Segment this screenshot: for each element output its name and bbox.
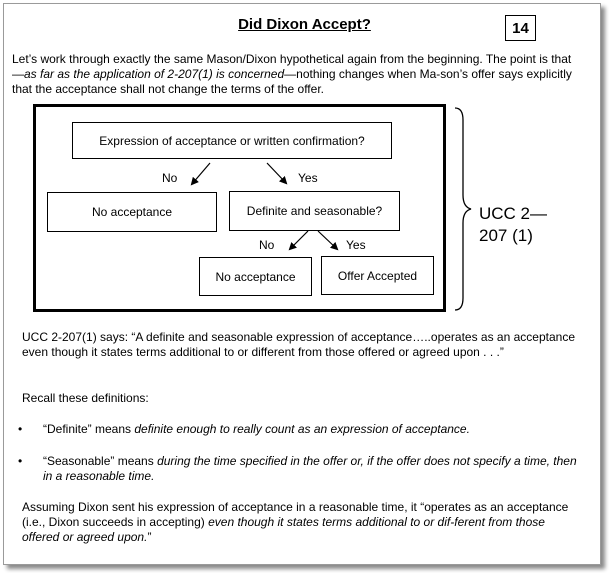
conclusion-italic: even though it states terms additional t… bbox=[22, 515, 545, 544]
quote-paragraph: UCC 2-207(1) says: “A definite and seaso… bbox=[22, 330, 577, 360]
bullet-definition: during the time specified in the offer o… bbox=[43, 454, 577, 483]
yes-label-2: Yes bbox=[346, 238, 366, 252]
yes-label-1: Yes bbox=[298, 171, 318, 185]
no-acceptance-box-1: No acceptance bbox=[47, 192, 217, 232]
bullet-text-seasonable: “Seasonable” means during the time speci… bbox=[43, 454, 578, 484]
bullet-definition: definite enough to really count as an ex… bbox=[134, 422, 470, 436]
ucc-section-label: UCC 2—207 (1) bbox=[479, 203, 569, 247]
bullet-text-definite: “Definite” means definite enough to real… bbox=[43, 422, 470, 437]
bullet-term: “Seasonable” means bbox=[43, 454, 158, 468]
arrow-yes-1 bbox=[266, 162, 288, 185]
conclusion-paragraph: Assuming Dixon sent his expression of ac… bbox=[22, 500, 577, 545]
arrow-yes-2 bbox=[317, 230, 339, 251]
conclusion-text-2: ” bbox=[147, 530, 152, 544]
bullet-item-seasonable: • “Seasonable” means during the time spe… bbox=[18, 454, 578, 486]
offer-accepted-box: Offer Accepted bbox=[321, 256, 434, 295]
arrow-no-1 bbox=[190, 162, 211, 186]
slide-number: 14 bbox=[505, 15, 536, 41]
arrow-no-2 bbox=[288, 230, 309, 251]
quote-text: UCC 2-207(1) says: “A definite and seaso… bbox=[22, 330, 575, 359]
no-acceptance-box-2: No acceptance bbox=[199, 257, 312, 296]
slide-title: Did Dixon Accept? bbox=[238, 16, 371, 33]
bullet-dot-icon: • bbox=[18, 422, 23, 436]
no-label-2: No bbox=[259, 238, 275, 252]
recall-text: Recall these definitions: bbox=[22, 391, 149, 405]
intro-text-2: —nothing changes when Ma-son’s offer say… bbox=[12, 67, 572, 96]
question-box-2: Definite and seasonable? bbox=[229, 191, 400, 231]
intro-text-1: Let’s work through exactly the same Maso… bbox=[12, 52, 572, 81]
right-brace bbox=[454, 107, 472, 311]
bullet-item-definite: • “Definite” means definite enough to re… bbox=[18, 422, 578, 438]
bullet-dot-icon: • bbox=[18, 454, 23, 468]
no-label-1: No bbox=[162, 171, 178, 185]
bullet-term: “Definite” means bbox=[43, 422, 135, 436]
conclusion-text-1: Assuming Dixon sent his expression of ac… bbox=[22, 500, 569, 529]
intro-italic: as far as the application of 2-207(1) is… bbox=[24, 67, 285, 81]
intro-paragraph: Let’s work through exactly the same Maso… bbox=[12, 52, 572, 97]
question-box-1: Expression of acceptance or written conf… bbox=[72, 122, 392, 159]
ucc-section-label-text: UCC 2—207 (1) bbox=[479, 204, 548, 245]
flowchart-frame bbox=[33, 104, 446, 312]
